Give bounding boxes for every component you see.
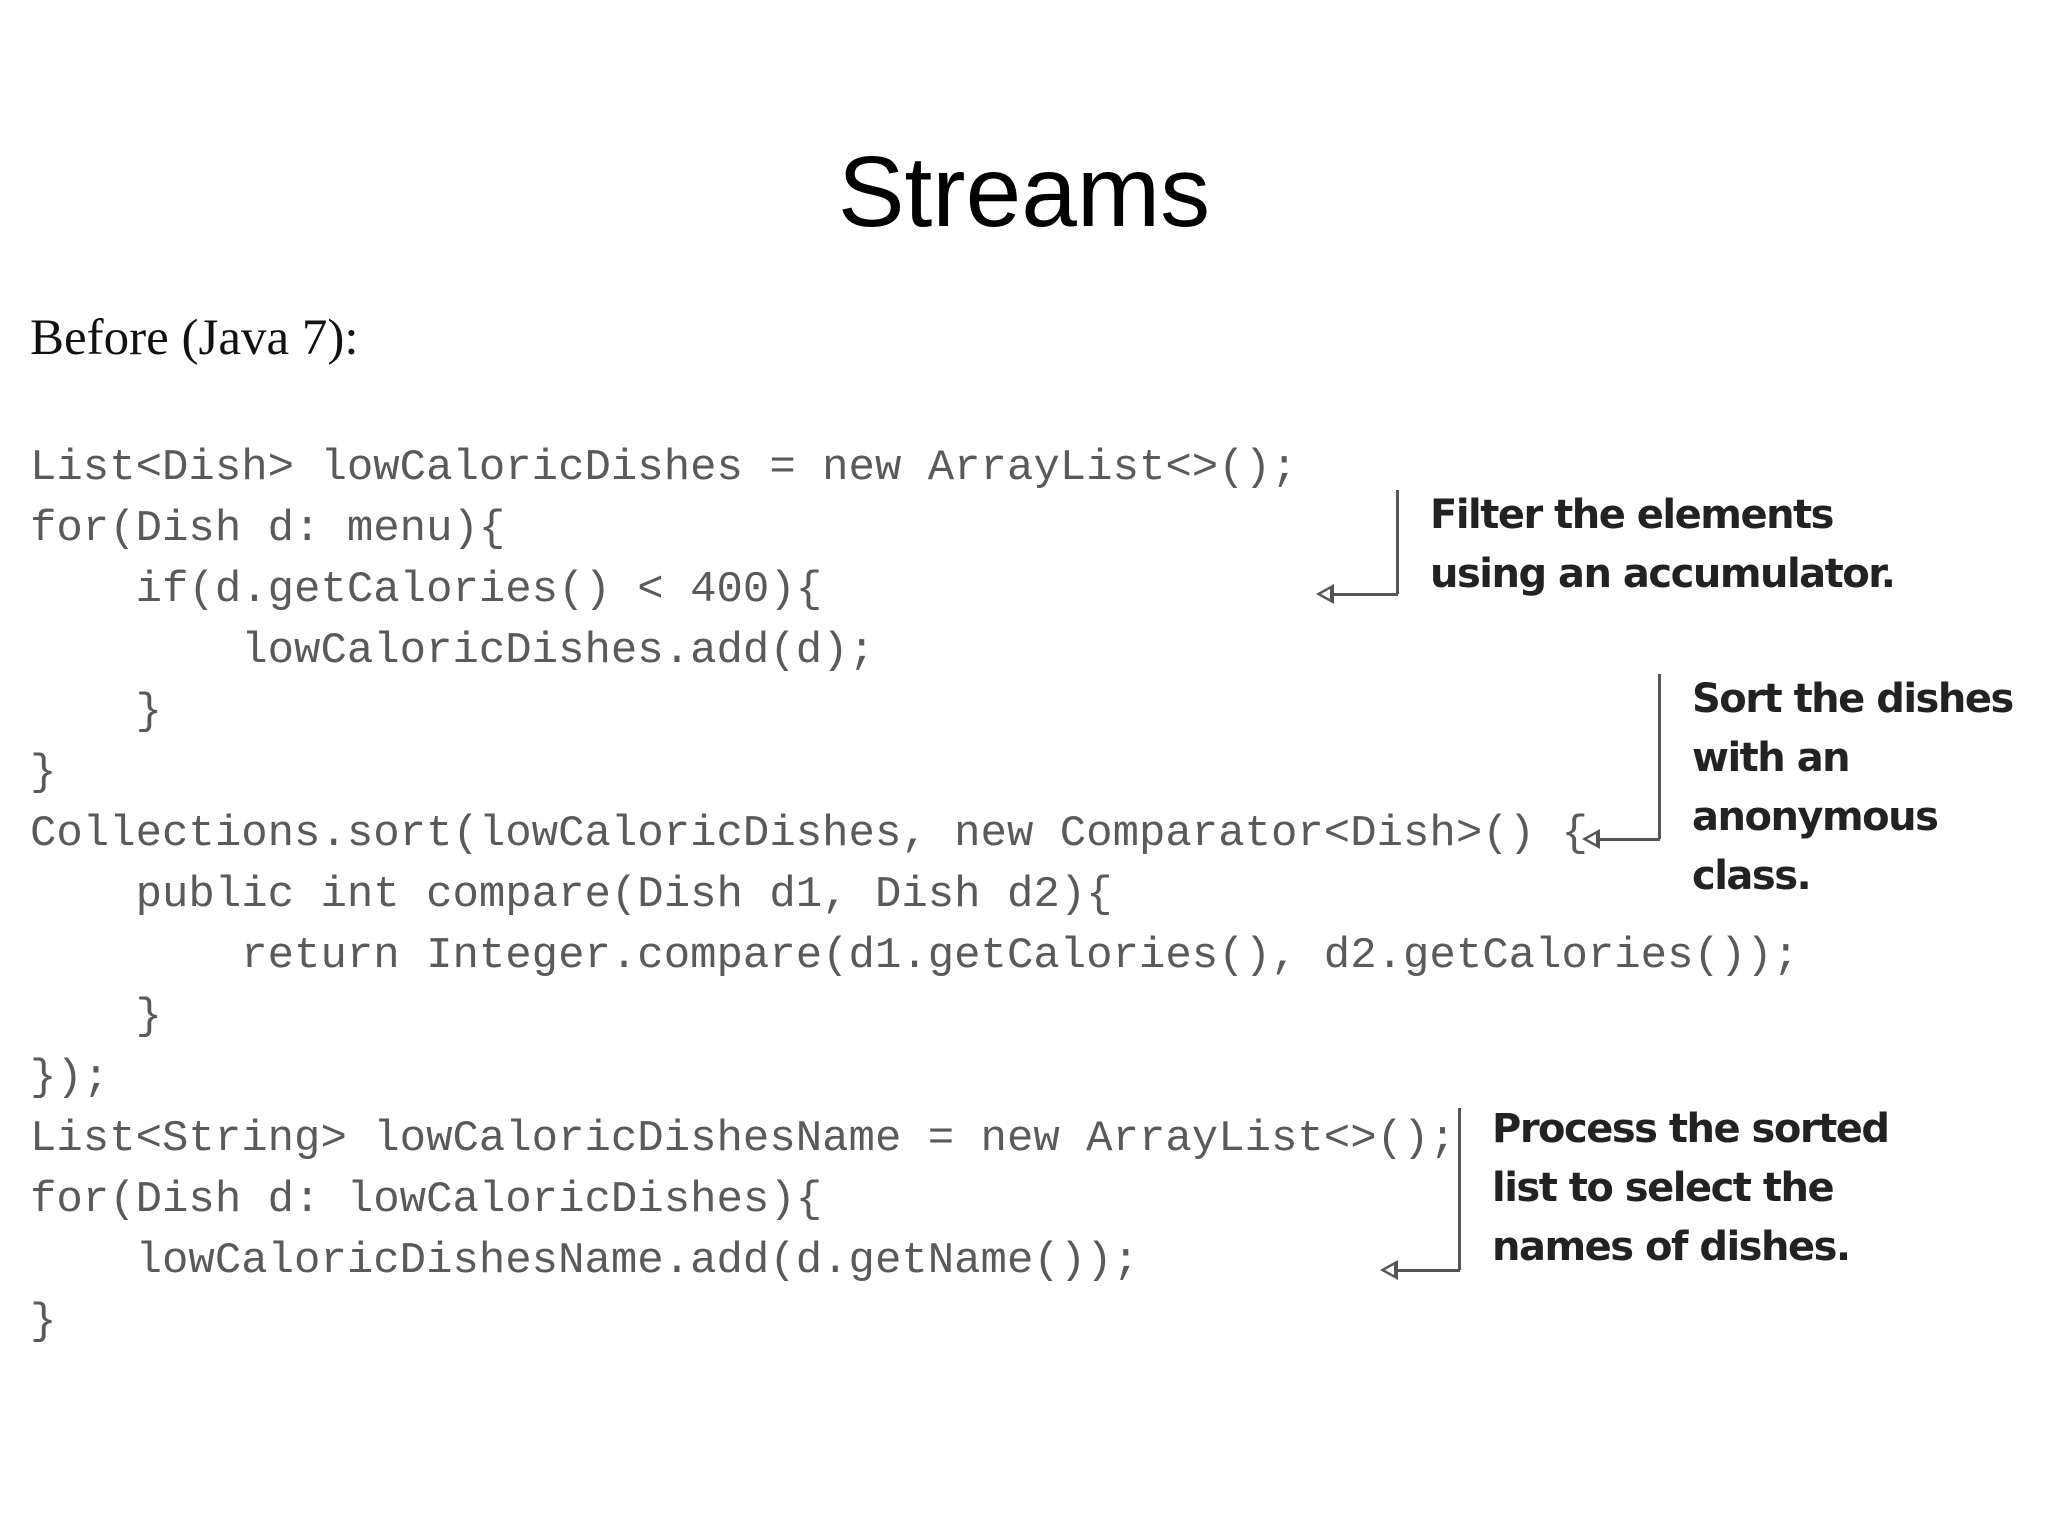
code-line: } xyxy=(30,687,163,737)
code-line: List<Dish> lowCaloricDishes = new ArrayL… xyxy=(30,443,1298,493)
code-line: for(Dish d: lowCaloricDishes){ xyxy=(30,1175,823,1225)
code-line: lowCaloricDishes.add(d); xyxy=(30,626,875,676)
process-bracket-arm xyxy=(1396,1269,1460,1272)
sort-bracket xyxy=(1658,674,1661,839)
process-annotation: Process the sorted list to select the na… xyxy=(1492,1106,1890,1270)
code-line: List<String> lowCaloricDishesName = new … xyxy=(30,1114,1456,1164)
slide-title: Streams xyxy=(837,136,1211,248)
process-bracket xyxy=(1458,1108,1461,1270)
filter-bracket-arm xyxy=(1332,593,1398,596)
code-line: }); xyxy=(30,1053,110,1103)
code-line: Collections.sort(lowCaloricDishes, new C… xyxy=(30,809,1588,859)
code-line: } xyxy=(30,992,163,1042)
code-line: } xyxy=(30,1297,57,1347)
slide-subtitle: Before (Java 7): xyxy=(30,310,359,366)
code-line: lowCaloricDishesName.add(d.getName()); xyxy=(30,1236,1139,1286)
code-line: if(d.getCalories() < 400){ xyxy=(30,565,823,615)
code-line: return Integer.compare(d1.getCalories(),… xyxy=(30,931,1800,981)
filter-annotation: Filter the elements using an accumulator… xyxy=(1430,492,1896,597)
sort-annotation: Sort the dishes with an anonymous class. xyxy=(1692,676,2014,899)
sort-arrow-icon xyxy=(1582,829,1600,849)
filter-bracket xyxy=(1396,490,1399,594)
filter-arrow-icon xyxy=(1316,584,1334,604)
sort-bracket-arm xyxy=(1598,838,1660,841)
code-line: public int compare(Dish d1, Dish d2){ xyxy=(30,870,1113,920)
code-line: } xyxy=(30,748,57,798)
code-line: for(Dish d: menu){ xyxy=(30,504,506,554)
process-arrow-icon xyxy=(1380,1260,1398,1280)
